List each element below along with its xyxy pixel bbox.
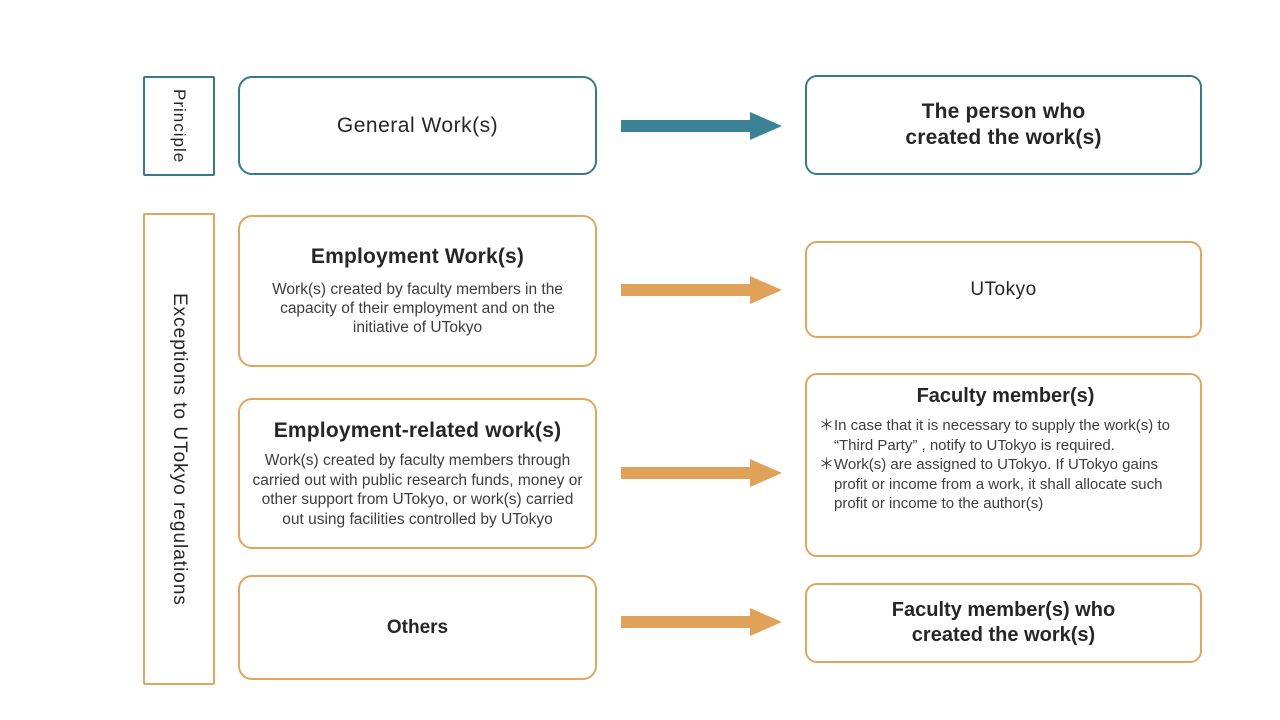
faculty-members-notes: ＊In case that it is necessary to supply …	[819, 416, 1192, 514]
employment-works-box: Employment Work(s) Work(s) created by fa…	[238, 215, 597, 367]
faculty-note-assignment: ＊Work(s) are assigned to UTokyo. If UTok…	[819, 456, 1163, 512]
employment-related-description: Work(s) created by faculty members throu…	[252, 452, 583, 528]
flow-arrow-others	[621, 607, 782, 637]
employment-related-title: Employment-related work(s)	[273, 419, 562, 443]
utokyo-title: UTokyo	[970, 278, 1037, 300]
exceptions-side-label: Exceptions to UTokyo regulations	[143, 213, 215, 685]
employment-works-title: Employment Work(s)	[310, 245, 525, 269]
flow-arrow-principle	[621, 111, 782, 141]
others-box: Others	[238, 575, 597, 680]
faculty-created-box: Faculty member(s) who created the work(s…	[805, 583, 1202, 663]
person-created-title: The person who created the work(s)	[905, 99, 1102, 149]
others-title: Others	[386, 616, 449, 638]
general-works-box: General Work(s)	[238, 76, 597, 175]
faculty-members-box: Faculty member(s) ＊In case that it is ne…	[805, 373, 1202, 557]
person-created-box: The person who created the work(s)	[805, 75, 1202, 175]
employment-works-description: Work(s) created by faculty members in th…	[272, 280, 563, 337]
faculty-members-title: Faculty member(s)	[916, 385, 1095, 407]
utokyo-box: UTokyo	[805, 241, 1202, 338]
flow-arrow-employment	[621, 275, 782, 305]
faculty-created-title: Faculty member(s) who created the work(s…	[891, 599, 1116, 646]
principle-side-label: Principle	[143, 76, 215, 176]
employment-related-box: Employment-related work(s) Work(s) creat…	[238, 398, 597, 549]
faculty-note-third-party: ＊In case that it is necessary to supply …	[819, 417, 1170, 454]
general-works-title: General Work(s)	[336, 113, 499, 137]
flow-arrow-employment-related	[621, 458, 782, 488]
